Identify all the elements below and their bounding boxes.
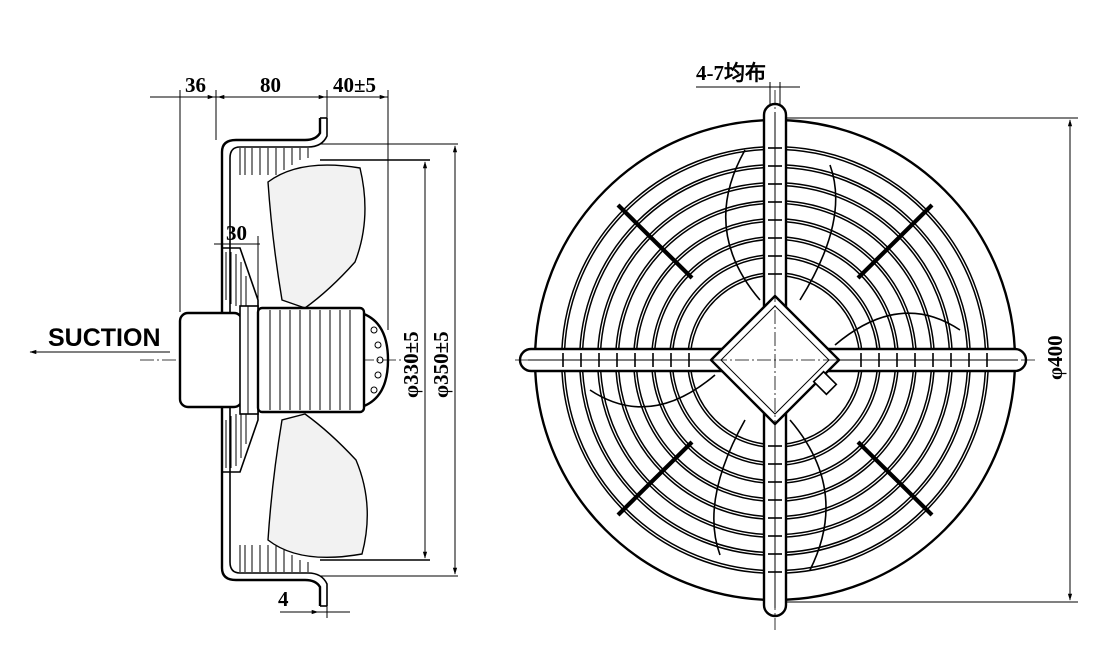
upper-blade xyxy=(267,164,366,309)
hub-flange xyxy=(239,305,259,415)
rear-hub-cap xyxy=(178,311,244,409)
dome-bolts xyxy=(370,326,384,394)
support-cone-bottom xyxy=(222,408,259,473)
blade-curves xyxy=(589,149,961,571)
cable-box xyxy=(812,370,838,396)
diamond-inner xyxy=(720,305,830,415)
motor-body xyxy=(256,306,366,414)
guard-wires-bottom xyxy=(239,545,309,572)
dim-30-label: 30 xyxy=(226,221,247,245)
dim-d350-label: φ350±5 xyxy=(429,331,453,398)
hole-note-label: 4-7均布 xyxy=(696,61,766,85)
dim-4-label: 4 xyxy=(278,587,289,611)
support-hatch-top xyxy=(225,252,247,308)
dim-36-label: 36 xyxy=(185,73,206,97)
motor-front-dome xyxy=(363,312,390,408)
side-view: SUCTION 36 80 40±5 30 4 φ330±5 φ350±5 xyxy=(29,73,458,618)
suction-label: SUCTION xyxy=(48,324,161,352)
dim-80-label: 80 xyxy=(260,73,281,97)
dim-d400-label: φ400 xyxy=(1043,335,1067,380)
front-view: 4-7均布 φ400 xyxy=(515,61,1078,630)
guard-wires-top xyxy=(239,148,309,175)
dim-40-label: 40±5 xyxy=(333,73,376,97)
dim-d330-label: φ330±5 xyxy=(399,331,423,398)
diagonal-struts xyxy=(616,203,934,517)
motor-fins xyxy=(269,310,351,410)
support-hatch-bottom xyxy=(225,412,247,468)
lower-blade xyxy=(267,413,368,559)
support-cone-top xyxy=(222,247,259,312)
